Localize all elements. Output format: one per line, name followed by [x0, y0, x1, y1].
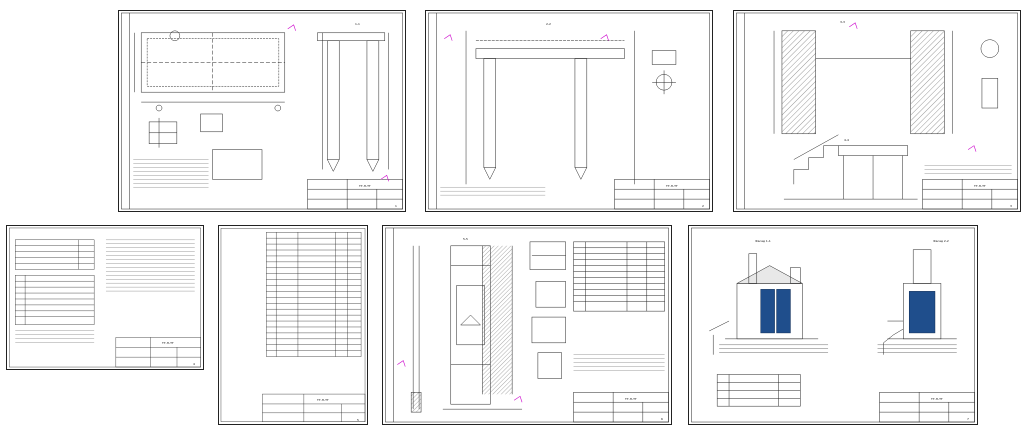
- sheet-3-view-label-a: 3-3: [840, 20, 845, 24]
- sheet-2-drawing: [428, 12, 710, 210]
- sheet-5-number: 5: [357, 418, 359, 422]
- sheet-1-drawing: [121, 12, 403, 210]
- sheet-7-drawing: [691, 227, 975, 423]
- sheet-2-stamp: ТТ-П-ТТ: [666, 184, 678, 188]
- sheet-1-number: 1: [395, 204, 397, 208]
- sheet-4-stamp: ТТ-П-ТТ: [162, 341, 174, 345]
- sheet-7-view-label-a: Фасад 1-1: [755, 239, 771, 243]
- sheet-7-view-label-b: Фасад 2-2: [933, 239, 949, 243]
- sheet-1-stamp: ТТ-П-ТТ: [359, 184, 371, 188]
- sheet-4-number: 4: [193, 362, 195, 366]
- sheet-4-drawing: [9, 227, 201, 368]
- sheet-3-number: 3: [1010, 204, 1012, 208]
- sheet-2-view-label: 2-2: [546, 22, 551, 26]
- drawing-sheet-6[interactable]: 5-5 ТТ-П-ТТ 6: [382, 225, 672, 425]
- sheet-3-stamp: ТТ-П-ТТ: [974, 184, 986, 188]
- drawing-sheet-4[interactable]: ТТ-П-ТТ 4: [6, 225, 204, 370]
- sheet-6-stamp: ТТ-П-ТТ: [625, 397, 637, 401]
- sheet-7-stamp: ТТ-П-ТТ: [931, 397, 943, 401]
- sheet-7-number: 7: [967, 417, 969, 421]
- drawing-sheet-3[interactable]: 3-3 4-4 ТТ-П-ТТ 3: [733, 10, 1021, 212]
- sheet-2-number: 2: [702, 204, 704, 208]
- sheet-6-drawing: [385, 227, 669, 423]
- drawing-sheet-1[interactable]: 1-1 ТТ-П-ТТ 1: [118, 10, 406, 212]
- sheet-3-view-label-b: 4-4: [844, 138, 849, 142]
- sheet-1-view-label: 1-1: [355, 22, 360, 26]
- sheet-6-number: 6: [661, 417, 663, 421]
- drawing-sheet-2[interactable]: 2-2 ТТ-П-ТТ 2: [425, 10, 713, 212]
- sheet-5-drawing: [220, 228, 366, 422]
- sheet-5-stamp: ТТ-П-ТТ: [317, 398, 329, 402]
- sheet-3-drawing: [736, 12, 1018, 210]
- sheet-6-view-label: 5-5: [463, 237, 468, 241]
- drawing-sheet-7[interactable]: Фасад 1-1 Фасад 2-2 ТТ-П-ТТ 7: [688, 225, 978, 425]
- drawing-sheet-5[interactable]: ТТ-П-ТТ 5: [218, 225, 368, 425]
